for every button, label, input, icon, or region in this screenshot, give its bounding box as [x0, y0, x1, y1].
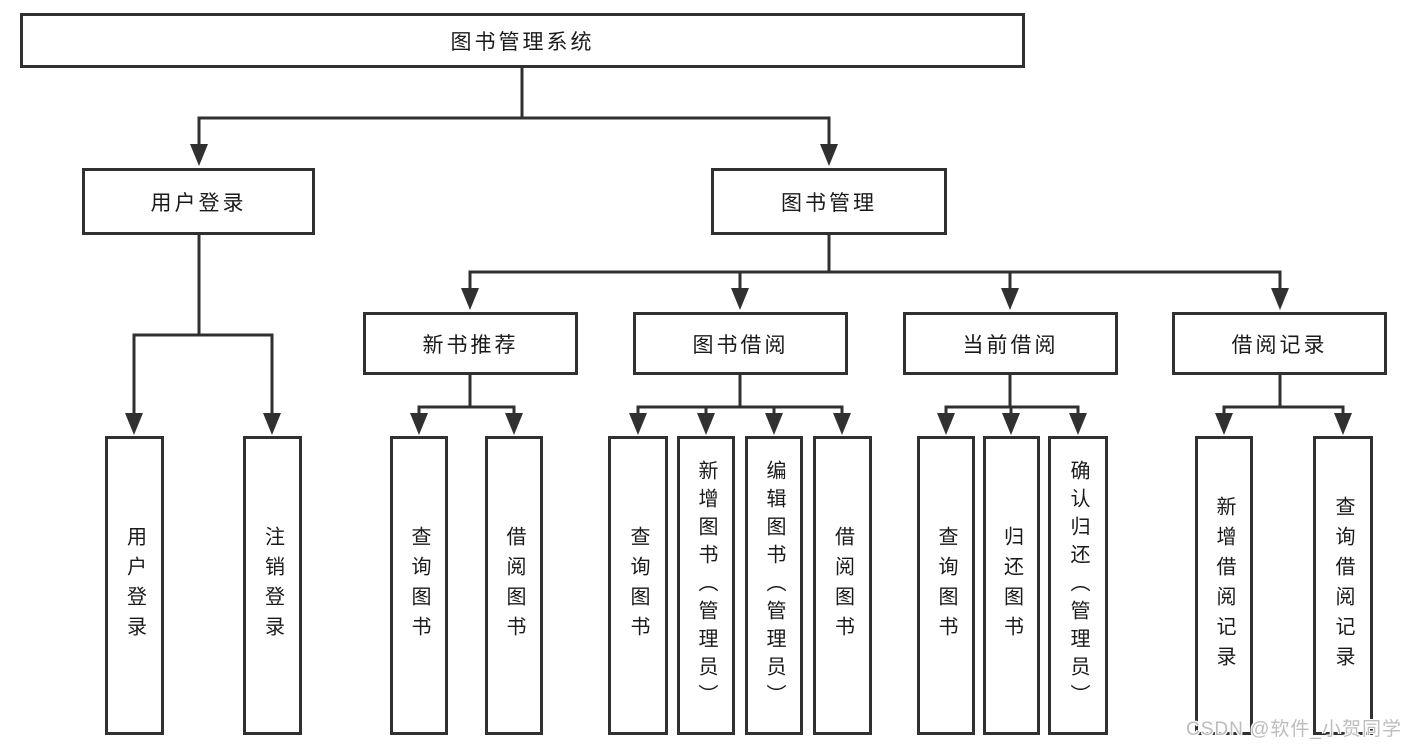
connector-book-management-to-level3: [461, 233, 1289, 310]
leaf-borrow-borrow-book: 借阅图书: [813, 436, 872, 735]
node-new-book-recommend: 新书推荐: [363, 312, 578, 375]
leaf-current-return-book: 归还图书: [983, 436, 1040, 735]
leaf-recommend-query-book: 查询图书: [390, 436, 448, 735]
node-book-management: 图书管理: [711, 168, 947, 235]
connector-root-to-level2: [190, 66, 838, 166]
watermark: CSDN @软件_小贺同学: [1186, 719, 1402, 740]
leaf-borrow-query-book: 查询图书: [608, 436, 668, 735]
connector-book-borrow-to-leaves: [629, 373, 851, 435]
leaf-user-login: 用户登录: [105, 436, 164, 735]
leaf-borrow-add-book-admin: 新增图书（管理员）: [677, 436, 735, 735]
leaf-current-query-book: 查询图书: [917, 436, 975, 735]
connector-new-book-recommend-to-leaves: [410, 373, 523, 435]
leaf-borrow-edit-book-admin: 编辑图书（管理员）: [745, 436, 803, 735]
node-user-login: 用户登录: [82, 168, 315, 235]
connector-current-borrow-to-leaves: [937, 373, 1087, 435]
leaf-logout: 注销登录: [243, 436, 302, 735]
connector-user-login-to-leaves: [125, 233, 281, 435]
leaf-records-add-record: 新增借阅记录: [1195, 436, 1253, 735]
node-borrow-records: 借阅记录: [1172, 312, 1387, 375]
leaf-recommend-borrow-book: 借阅图书: [485, 436, 543, 735]
node-root: 图书管理系统: [20, 13, 1025, 68]
node-book-borrow: 图书借阅: [633, 312, 848, 375]
node-current-borrow: 当前借阅: [903, 312, 1118, 375]
leaf-records-query-record: 查询借阅记录: [1313, 436, 1373, 735]
leaf-current-confirm-return-admin: 确认归还（管理员）: [1048, 436, 1108, 735]
connector-borrow-records-to-leaves: [1215, 373, 1352, 435]
